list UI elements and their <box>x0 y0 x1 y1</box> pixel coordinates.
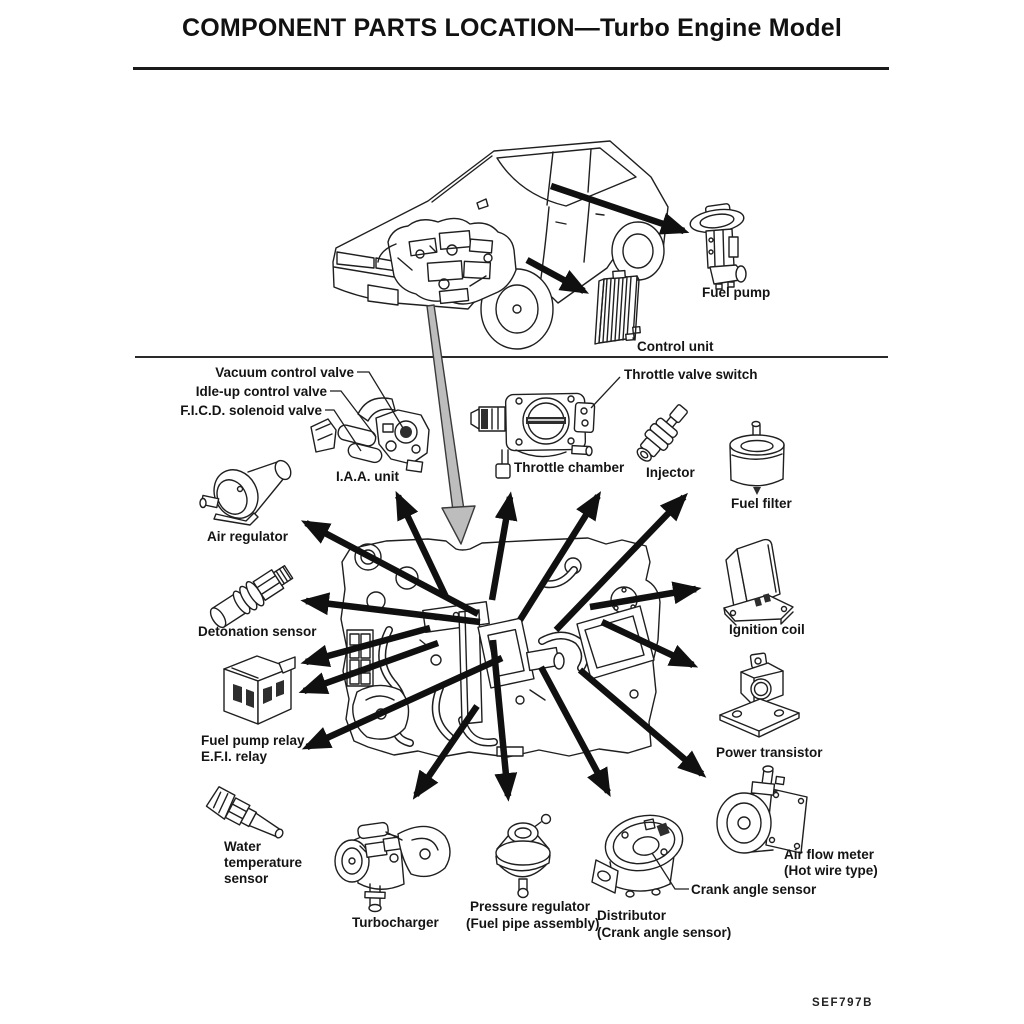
label-air-flow-meter-line2: (Hot wire type) <box>784 863 878 878</box>
power-transistor-drawing <box>719 652 800 738</box>
fuel-pump-relay-drawing <box>223 655 296 725</box>
relay-bracket <box>346 629 374 687</box>
label-injector: Injector <box>646 465 696 480</box>
arrow-to-water-temp-sensor <box>301 655 504 750</box>
label-water-temp-line3: sensor <box>224 871 269 886</box>
arrow-to-pressure-regulator <box>489 639 518 802</box>
throttle-chamber-drawing <box>470 392 596 479</box>
label-air-regulator: Air regulator <box>207 529 289 544</box>
arrow-to-fuel-pump-relay <box>300 624 431 667</box>
rear-wheel <box>611 221 665 281</box>
arrow-to-iaa-unit <box>395 490 449 599</box>
label-vacuum-control-valve: Vacuum control valve <box>215 365 354 380</box>
gray-arrow-car-to-engine-bay <box>426 304 476 545</box>
leader-crank-angle-sensor <box>651 852 689 890</box>
iaa-unit-drawing <box>310 397 430 473</box>
pressure-regulator-drawing <box>495 813 552 899</box>
label-fuel-filter: Fuel filter <box>731 496 793 511</box>
leader-idle-up-control-valve <box>330 390 377 438</box>
air-regulator-drawing <box>199 459 292 526</box>
component-arrows <box>298 490 707 802</box>
arrow-to-fuel-filter <box>553 492 688 633</box>
distributor-drawing <box>591 814 684 898</box>
turbocharger-drawing <box>334 821 451 913</box>
leader-vacuum-control-valve <box>357 371 404 429</box>
label-fuel-pump-relay: Fuel pump relay <box>201 733 305 748</box>
arrow-to-distributor <box>538 665 611 798</box>
label-pressure-regulator-line2: (Fuel pipe assembly) <box>466 916 600 931</box>
label-air-flow-meter-line1: Air flow meter <box>784 847 875 862</box>
fuel-filter-drawing <box>729 420 785 495</box>
detonation-sensor-drawing <box>209 564 294 629</box>
arrow-to-ignition-coil <box>589 581 702 611</box>
arrow-to-air-regulator <box>300 520 480 617</box>
page-title: COMPONENT PARTS LOCATION—Turbo Engine Mo… <box>182 14 842 42</box>
water-temperature-sensor-drawing <box>205 786 284 839</box>
arrow-to-injector <box>517 491 602 622</box>
label-turbocharger: Turbocharger <box>352 915 440 930</box>
label-efi-relay: E.F.I. relay <box>201 749 268 764</box>
label-pressure-regulator-line1: Pressure regulator <box>470 899 591 914</box>
label-throttle-chamber: Throttle chamber <box>514 460 625 475</box>
arrow-to-turbocharger <box>412 704 480 800</box>
label-throttle-valve-switch: Throttle valve switch <box>624 367 758 382</box>
car-illustration <box>332 140 669 350</box>
air-flow-meter-drawing <box>716 765 808 854</box>
engine-in-bay <box>377 217 517 305</box>
arrow-to-air-flow-meter <box>577 667 707 778</box>
title-rule <box>133 67 889 70</box>
label-fuel-pump: Fuel pump <box>702 285 770 300</box>
label-distributor-line1: Distributor <box>597 908 667 923</box>
arrow-to-power-transistor <box>600 619 699 668</box>
throttle-valve-switch-part <box>573 402 596 434</box>
arrow-to-throttle-chamber <box>488 491 518 601</box>
leader-lines <box>325 371 689 890</box>
label-ficd-solenoid-valve: F.I.C.D. solenoid valve <box>180 403 322 418</box>
label-idle-up-control-valve: Idle-up control valve <box>196 384 328 399</box>
label-crank-angle-sensor: Crank angle sensor <box>691 882 817 897</box>
arrow-to-detonation-sensor <box>300 592 481 626</box>
control-unit-drawing <box>594 269 641 345</box>
label-water-temp-line2: temperature <box>224 855 303 870</box>
label-control-unit: Control unit <box>637 339 714 354</box>
arrow-to-efi-relay <box>298 639 440 695</box>
section-divider-rule <box>135 356 888 358</box>
fuel-pump-drawing <box>689 203 747 290</box>
ignition-coil-drawing <box>723 538 794 626</box>
label-ignition-coil: Ignition coil <box>729 622 805 637</box>
figure-code: SEF797B <box>812 997 874 1009</box>
leader-ficd-solenoid-valve <box>325 409 362 452</box>
label-power-transistor: Power transistor <box>716 745 823 760</box>
label-distributor-line2: (Crank angle sensor) <box>597 925 731 940</box>
leader-throttle-valve-switch <box>590 376 621 409</box>
injector-drawing <box>636 404 688 462</box>
label-water-temp-line1: Water <box>224 839 262 854</box>
label-iaa-unit: I.A.A. unit <box>336 469 399 484</box>
arrow-to-control-unit <box>525 257 590 294</box>
label-detonation-sensor: Detonation sensor <box>198 624 317 639</box>
arrow-to-fuel-pump <box>549 182 690 235</box>
